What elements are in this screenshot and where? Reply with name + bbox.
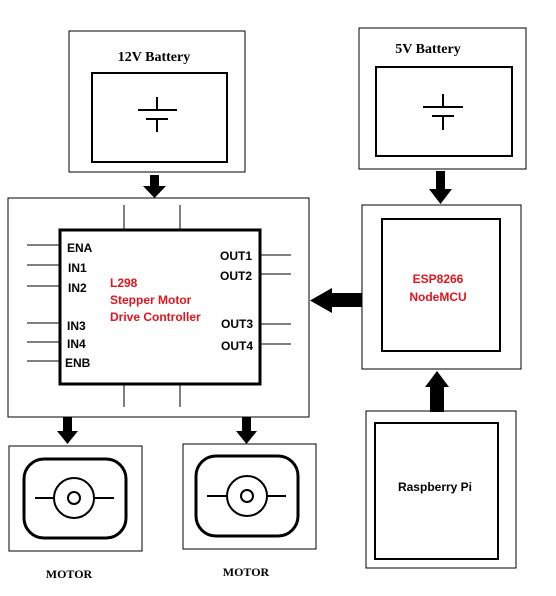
pin-label-out1: OUT1 [220, 249, 252, 263]
pin-label-ena: ENA [67, 241, 93, 255]
pin-label-out2: OUT2 [220, 269, 252, 283]
motor-left-block [8, 445, 143, 552]
battery-12v-block: 12V Battery [68, 30, 246, 173]
arrow-down-icon [57, 417, 78, 444]
raspberry-pi-label: Raspberry Pi [398, 480, 472, 494]
motor-icon [22, 457, 128, 540]
arrow-down-icon [143, 175, 166, 198]
driver-name-line1: L298 [110, 276, 138, 290]
motor-left-label: MOTOR [46, 567, 93, 581]
driver-name-line3: Drive Controller [110, 310, 201, 324]
arrow-down-icon [429, 171, 452, 204]
pin-label-in2: IN2 [68, 281, 87, 295]
esp-name-line2: NodeMCU [409, 290, 466, 304]
motor-right-block [182, 443, 317, 550]
pin-label-out4: OUT4 [221, 339, 253, 353]
battery-symbol-icon [138, 97, 177, 132]
battery-5v-block: 5V Battery [358, 27, 527, 170]
pin-label-in1: IN1 [68, 261, 87, 275]
battery-symbol-icon [423, 94, 463, 130]
battery-5v-label: 5V Battery [395, 42, 460, 57]
battery-12v-label: 12V Battery [118, 50, 190, 65]
pin-label-in4: IN4 [67, 337, 86, 351]
arrow-down-icon [236, 417, 257, 444]
pin-label-out3: OUT3 [221, 317, 253, 331]
pin-label-in3: IN3 [67, 319, 86, 333]
driver-name-line2: Stepper Motor [110, 293, 192, 307]
driver-block: ENA IN1 IN2 IN3 IN4 ENB OUT1 OUT2 OUT3 O… [7, 197, 310, 418]
motor-icon [194, 454, 300, 538]
arrow-up-icon [425, 371, 449, 412]
arrow-left-icon [310, 288, 362, 313]
raspberry-pi-block: Raspberry Pi [365, 410, 517, 569]
esp-block: ESP8266 NodeMCU [361, 204, 522, 370]
esp-name-line1: ESP8266 [413, 272, 464, 286]
pin-label-enb: ENB [65, 356, 91, 370]
motor-right-label: MOTOR [223, 565, 270, 579]
